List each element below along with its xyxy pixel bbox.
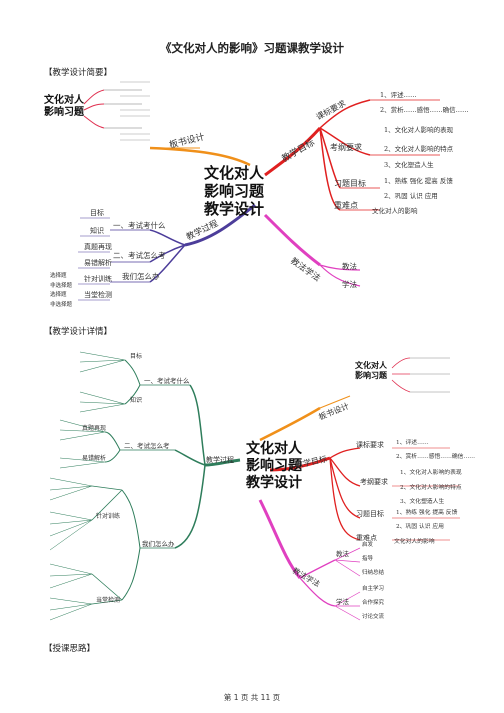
keypoint2-label: 重难点 [356,533,377,542]
process2-b1-knowledge: 知识 [130,396,142,404]
inset-logo-line-1: 文化对人 [44,93,85,106]
methods2-learn: 学法 [336,597,350,606]
branch-teaching-goals [264,126,322,177]
learn-item-3: 讨论交流 [362,612,385,620]
page-footer: 第 1 页 共 11 页 [223,693,281,702]
course-req-item-2: 2、赏析……感悟……确信…… [380,105,469,114]
center-logo-line-2: 影响习题 [204,182,265,200]
exam2-label: 考纲要求 [360,477,388,486]
methods-item-1: 教法 [342,261,357,271]
b3-small-3: 选择题 [50,290,67,298]
branch-teaching-process [184,203,256,247]
learn-item-1: 自主学习 [362,584,384,592]
board-design-inset: 文化对人 影响习题 [44,81,150,141]
process-b1-label: 一、考试考什么 [113,220,166,230]
course2-item-2: 2、赏析……感悟……确信…… [396,452,475,460]
process-b2-item-2: 易错解析 [84,258,112,267]
keypoint-text: 文化对人的影响 [372,206,418,215]
process-b2-item-1: 真题再现 [84,242,112,251]
section-ideas-heading: 【授课思路】 [44,644,96,654]
process-b1-item-2: 知识 [90,226,104,235]
b3-small-2: 非选择题 [50,281,73,289]
center-logo-line-1: 文化对人 [204,164,265,182]
process-b3-g1: 针对训练 [84,274,112,283]
process2-b3-label: 我们怎么办 [142,539,175,548]
process-b1-item-1: 目标 [90,208,104,217]
process-b3-g2: 当堂检测 [84,290,112,299]
course-req-item-1: 1、评述…… [380,90,417,99]
practice-item-1: 1、熟练 强化 提高 反馈 [384,176,453,185]
process2-b2-real: 真题再现 [82,424,106,432]
section-summary-heading: 【教学设计简要】 [44,68,113,78]
keypoint-label: 重难点 [334,200,358,210]
center2-logo-line-1: 文化对人 [246,440,303,457]
process2-b2-label: 二、考试怎么考 [124,441,170,450]
exam-req-label: 考纲要求 [330,142,362,152]
process2-b1-label: 一、考试考什么 [144,376,190,385]
center2-logo-line-2: 影响习题 [246,457,303,474]
teach-item-3: 归纳总结 [362,568,385,576]
teach-item-2: 指导 [362,554,374,562]
exam-req-item-1: 1、文化对人影响的表现 [384,125,454,134]
practice-item-2: 2、巩固 认识 应用 [384,191,438,200]
inset2-logo-line-1: 文化对人 [355,360,388,370]
process-b3-label: 我们怎么办 [122,271,160,281]
b3-small-4: 非选择题 [50,300,73,308]
process2-b2-error: 易错解析 [82,454,106,462]
center-logo-line-3: 教学设计 [203,200,264,218]
practice-label: 习题目标 [334,178,366,188]
branch-methods [263,213,321,267]
exam-req-item-3: 3、文化塑造人生 [384,160,434,169]
methods-item-2: 学法 [342,279,357,289]
page-title: 《文化对人的影响》习题课教学设计 [160,41,344,55]
center2-logo-line-3: 教学设计 [246,474,302,491]
board2-label: 板书设计 [317,401,350,422]
exam-req-item-2: 2、文化对人影响的特点 [384,144,454,153]
b3-small-1: 选择题 [50,271,67,279]
process2-b1-target: 目标 [130,352,142,360]
course2-label: 课标要求 [356,440,384,449]
branch-board-design [149,146,251,167]
section-detail-heading: 【教学设计详情】 [44,327,113,337]
practice2-item-2: 2、巩固 认识 应用 [396,522,444,530]
exam2-item-3: 3、文化塑造人生 [400,497,444,505]
teach-item-1: 启发 [362,540,374,548]
exam2-item-1: 1、文化对人影响的表现 [400,468,462,476]
learn-item-2: 合作探究 [362,598,385,606]
methods2-teach: 教法 [336,549,350,558]
exam2-item-2: 2、文化对人影响的特点 [400,483,462,491]
inset-logo-line-2: 影响习题 [44,105,85,118]
course2-item-1: 1、评述…… [396,438,429,446]
process2-label: 教学过程 [206,455,234,464]
process2-b3-test: 当堂检测 [96,596,120,604]
center-logo: 文化对人 影响习题 教学设计 [203,164,265,218]
process-b2-label: 二、考试怎么考 [113,250,166,260]
practice2-item-1: 1、熟练 强化 提高 反馈 [396,508,458,516]
inset2-logo-line-2: 影响习题 [355,370,388,380]
center-logo-2: 文化对人 影响习题 教学设计 [246,440,303,491]
keypoint2-text: 文化对人的影响 [394,537,435,545]
process2-b3-train: 针对训练 [96,512,120,520]
board-design-inset-2: 文化对人 影响习题 [355,357,450,393]
practice2-label: 习题目标 [356,509,384,518]
